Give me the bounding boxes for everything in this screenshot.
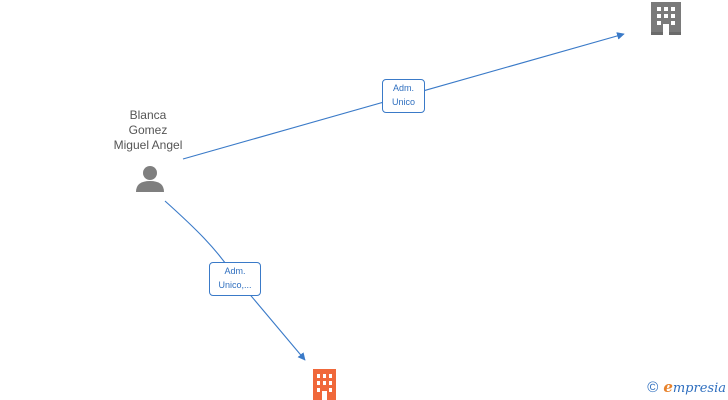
person-icon[interactable] [136,166,164,192]
building-icon-highlighted[interactable] [313,369,336,400]
copyright-icon: © [647,379,659,396]
edge-label-line: Unico [391,97,415,107]
person-name-line: Miguel Angel [113,138,183,152]
person-name-line: Blanca [129,108,167,122]
edge-label-line: Unico,... [218,280,252,290]
brand-initial: e [663,378,673,396]
person-name[interactable]: Blanca Gomez Miguel Angel [98,108,198,153]
footer-branding: © empresia [647,379,726,397]
person-name-line: Gomez [128,123,168,137]
brand-logo[interactable]: empresia [663,379,726,397]
edge-label-line: Adm. [224,266,246,276]
building-icon[interactable] [651,2,681,35]
brand-rest: mpresia [672,381,726,396]
edge-label-line: Adm. [392,83,414,93]
edge-label-adm-unico-more[interactable]: Adm. Unico,... [209,262,261,296]
edge-label-adm-unico[interactable]: Adm. Unico [382,79,425,113]
